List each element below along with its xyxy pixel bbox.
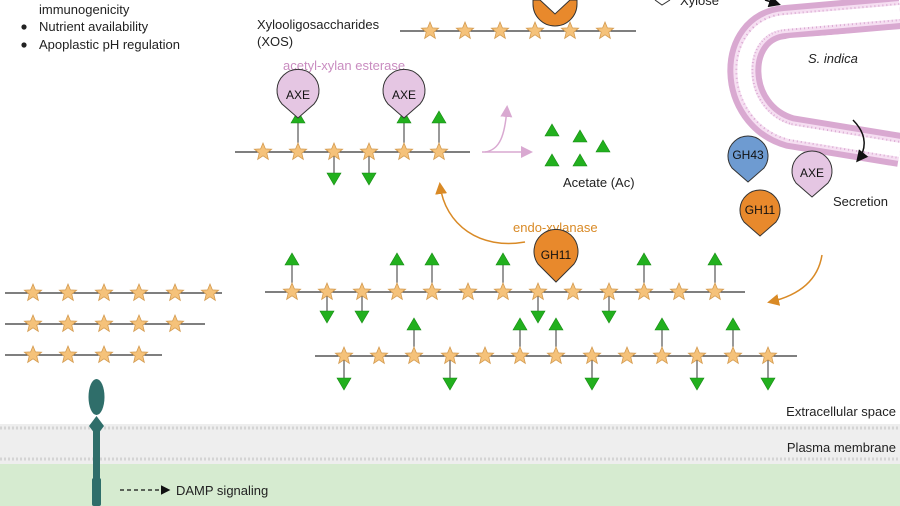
gh11-label: GH11 <box>541 248 572 262</box>
damp-signaling-label: DAMP signaling <box>176 483 268 498</box>
axe-enzyme-secreted: AXE <box>791 150 833 198</box>
bullet-item: immunogenicity <box>39 2 130 17</box>
xylan-chain-main-2 <box>315 317 797 391</box>
gh43-label: GH43 <box>732 148 764 162</box>
xylan-chain-main-1 <box>265 252 745 324</box>
bullet-dot <box>21 42 27 48</box>
secretion-label: Secretion <box>833 194 888 209</box>
bullet-item: Apoplastic pH regulation <box>39 37 180 52</box>
s-indica-hypha <box>727 0 900 167</box>
plasma-membrane-label: Plasma membrane <box>787 440 896 455</box>
xylose-mini-chain <box>654 0 671 6</box>
membrane-region <box>0 424 900 506</box>
acetate-label: Acetate (Ac) <box>563 175 635 190</box>
acetate-molecules <box>544 123 611 167</box>
xylan-release-arrow <box>484 105 513 153</box>
bullet-item: Nutrient availability <box>39 19 149 34</box>
axe-label: AXE <box>800 166 824 180</box>
gh43-enzyme: GH43 <box>727 135 769 183</box>
axe-enzyme-bound-1: AXE <box>276 68 320 119</box>
xos-fragments-left <box>5 283 222 363</box>
gh11-label: GH11 <box>745 203 776 217</box>
s-indica-label: S. indica <box>808 51 858 66</box>
axe-label: AXE <box>392 88 416 102</box>
cytoplasm-band <box>0 464 900 506</box>
xylose-label: Xylose <box>680 0 719 8</box>
bullet-list: immunogenicity Nutrient availability Apo… <box>21 2 180 52</box>
plasma-membrane-band <box>0 424 900 464</box>
bullet-dot <box>21 24 27 30</box>
acetylated-xylan-chain <box>235 110 470 186</box>
axe-enzyme-bound-2: AXE <box>382 68 426 119</box>
extracellular-space-label: Extracellular space <box>786 404 896 419</box>
xos-label: Xylooligosaccharides <box>257 17 380 32</box>
endo-xylanase-label: endo-xylanase <box>513 220 598 235</box>
axe-label: AXE <box>286 88 310 102</box>
gh11-enzyme-bound: GH11 <box>533 228 579 283</box>
gh11-enzyme-top <box>532 0 578 27</box>
xos-chain <box>400 21 636 39</box>
gh11-enzyme-secreted: GH11 <box>739 189 781 237</box>
secretion-arrow <box>852 119 869 163</box>
endo-xylanase-arrow <box>435 182 526 245</box>
axe-enzyme-label: acetyl-xylan esterase <box>283 58 405 73</box>
enzyme-delivery-arrow <box>767 254 823 306</box>
xylose-uptake-arrow <box>764 0 781 8</box>
xos-label-abbrev: (XOS) <box>257 34 293 49</box>
pattern-recognition-receptor <box>88 379 105 506</box>
